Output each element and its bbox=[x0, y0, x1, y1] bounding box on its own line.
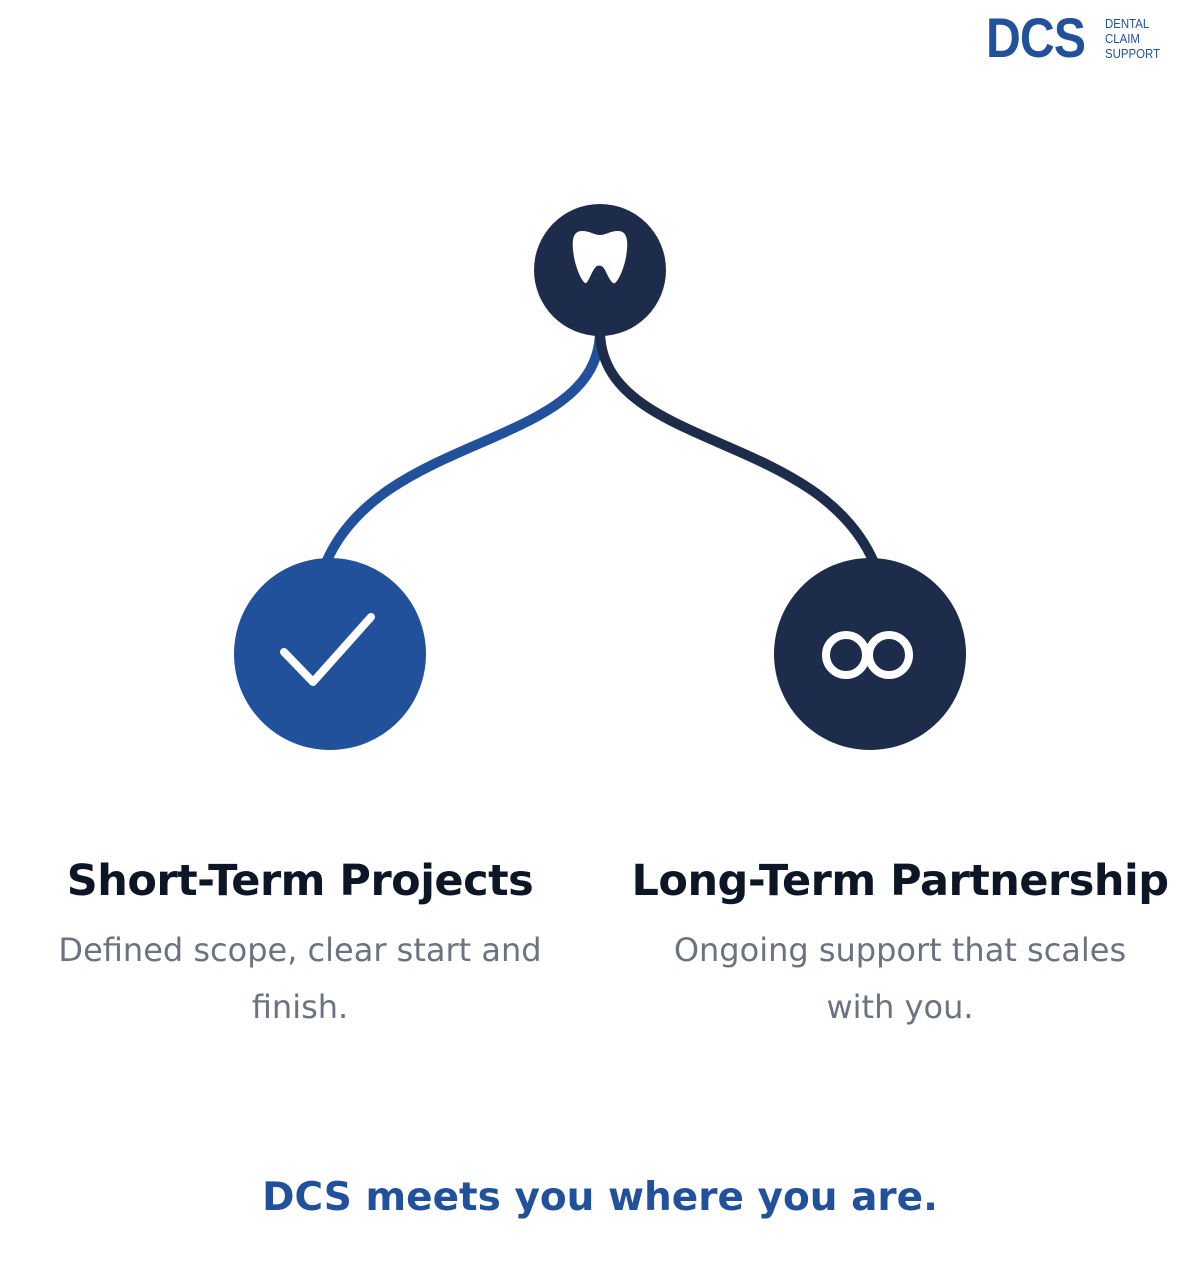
option-description: Ongoing support that scales with you. bbox=[673, 931, 1127, 1026]
option-description: Defined scope, clear start and finish. bbox=[58, 931, 542, 1026]
branch-diagram bbox=[234, 204, 966, 750]
tagline: DCS meets you where you are. bbox=[262, 1175, 938, 1220]
short-term-node bbox=[234, 558, 426, 750]
checkmark-icon bbox=[280, 613, 375, 686]
brand-logo: DCS DENTAL CLAIM SUPPORT bbox=[986, 10, 1168, 66]
option-short-term: Short-Term Projects Defined scope, clear… bbox=[30, 850, 570, 1036]
long-term-node bbox=[774, 558, 966, 750]
logo-line-support: SUPPORT bbox=[1105, 45, 1161, 61]
infinity-icon bbox=[822, 631, 913, 679]
logo-line-claim: CLAIM bbox=[1105, 30, 1141, 46]
logo-mark: DCS bbox=[986, 6, 1086, 69]
option-title: Short-Term Projects bbox=[66, 856, 534, 906]
root-node bbox=[534, 204, 666, 336]
logo-wordmark: DENTAL CLAIM SUPPORT bbox=[1105, 16, 1160, 61]
logo-line-dental: DENTAL bbox=[1105, 15, 1150, 31]
branch-connector-left bbox=[320, 329, 605, 567]
branch-connector-right bbox=[595, 329, 880, 567]
option-long-term: Long-Term Partnership Ongoing support th… bbox=[630, 850, 1170, 1036]
tooth-icon bbox=[572, 231, 628, 284]
option-title: Long-Term Partnership bbox=[631, 856, 1169, 906]
